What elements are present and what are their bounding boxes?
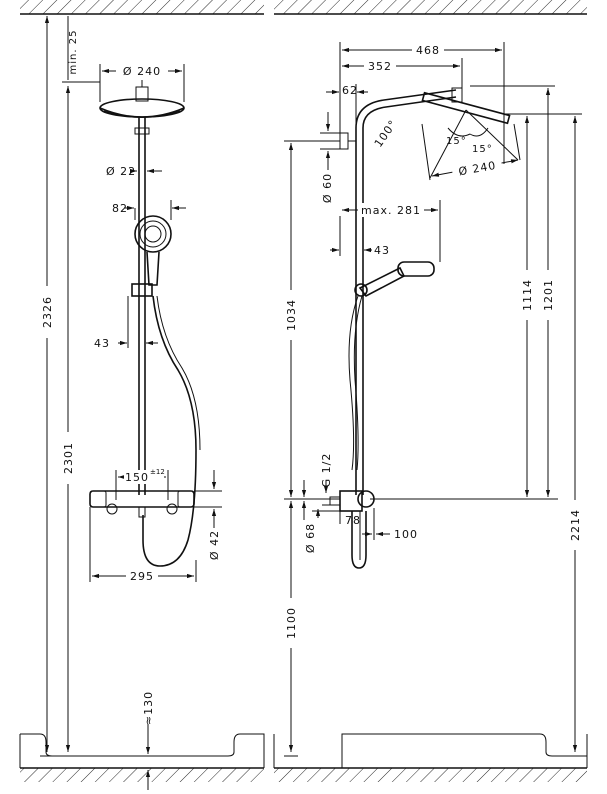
dim-2214: 2214 bbox=[569, 509, 582, 541]
dim-2301: 2301 bbox=[62, 442, 75, 474]
ceiling-left bbox=[20, 0, 264, 15]
dim-78: 78 bbox=[345, 514, 361, 527]
dim-352: 352 bbox=[368, 60, 392, 73]
floor-right bbox=[273, 733, 588, 782]
dim-angle-15b: 15° bbox=[472, 144, 493, 155]
dim-62: 62 bbox=[342, 84, 358, 97]
dim-100: 100 bbox=[394, 528, 418, 541]
dim-1034: 1034 bbox=[285, 299, 298, 331]
side-shower-system bbox=[329, 87, 519, 569]
dim-dia-68: Ø 68 bbox=[304, 523, 317, 553]
dim-angle-15a: 15° bbox=[446, 136, 467, 147]
dim-43-front: 43 bbox=[94, 337, 110, 350]
dim-g-1-2: G 1/2 bbox=[320, 453, 333, 488]
dim-468: 468 bbox=[416, 44, 440, 57]
dim-2326: 2326 bbox=[41, 296, 54, 328]
dim-82: 82 bbox=[112, 202, 128, 215]
dim-1114: 1114 bbox=[521, 279, 534, 311]
dim-dia-22: Ø 22 bbox=[106, 165, 136, 178]
dim-max-281: max. 281 bbox=[361, 204, 421, 217]
dim-dia-240-front: Ø 240 bbox=[123, 65, 161, 78]
dim-dia-240-side: Ø 240 bbox=[457, 159, 497, 178]
dim-approx-130: ≈130 bbox=[142, 691, 155, 725]
dim-295: 295 bbox=[130, 570, 154, 583]
dim-150: 150 bbox=[125, 471, 149, 484]
dim-angle-100: 100° bbox=[372, 117, 400, 149]
dim-43-side: 43 bbox=[374, 244, 390, 257]
ceiling-right bbox=[274, 0, 587, 15]
dim-min-25: min. 25 bbox=[68, 30, 79, 75]
dim-dia-42: Ø 42 bbox=[208, 530, 221, 560]
side-dimensions: 468 352 62 100° 15° 15° Ø 240 Ø 60 max. … bbox=[283, 42, 583, 757]
front-shower-system bbox=[89, 80, 201, 567]
front-dimensions: 2326 2301 min. 25 Ø 240 Ø 22 82 43 bbox=[39, 13, 222, 790]
dim-tol-12: ±12 bbox=[150, 468, 165, 476]
dim-1201: 1201 bbox=[542, 279, 555, 311]
dim-dia-60: Ø 60 bbox=[321, 173, 334, 203]
floor-left bbox=[19, 733, 265, 782]
dim-1100: 1100 bbox=[285, 607, 298, 639]
